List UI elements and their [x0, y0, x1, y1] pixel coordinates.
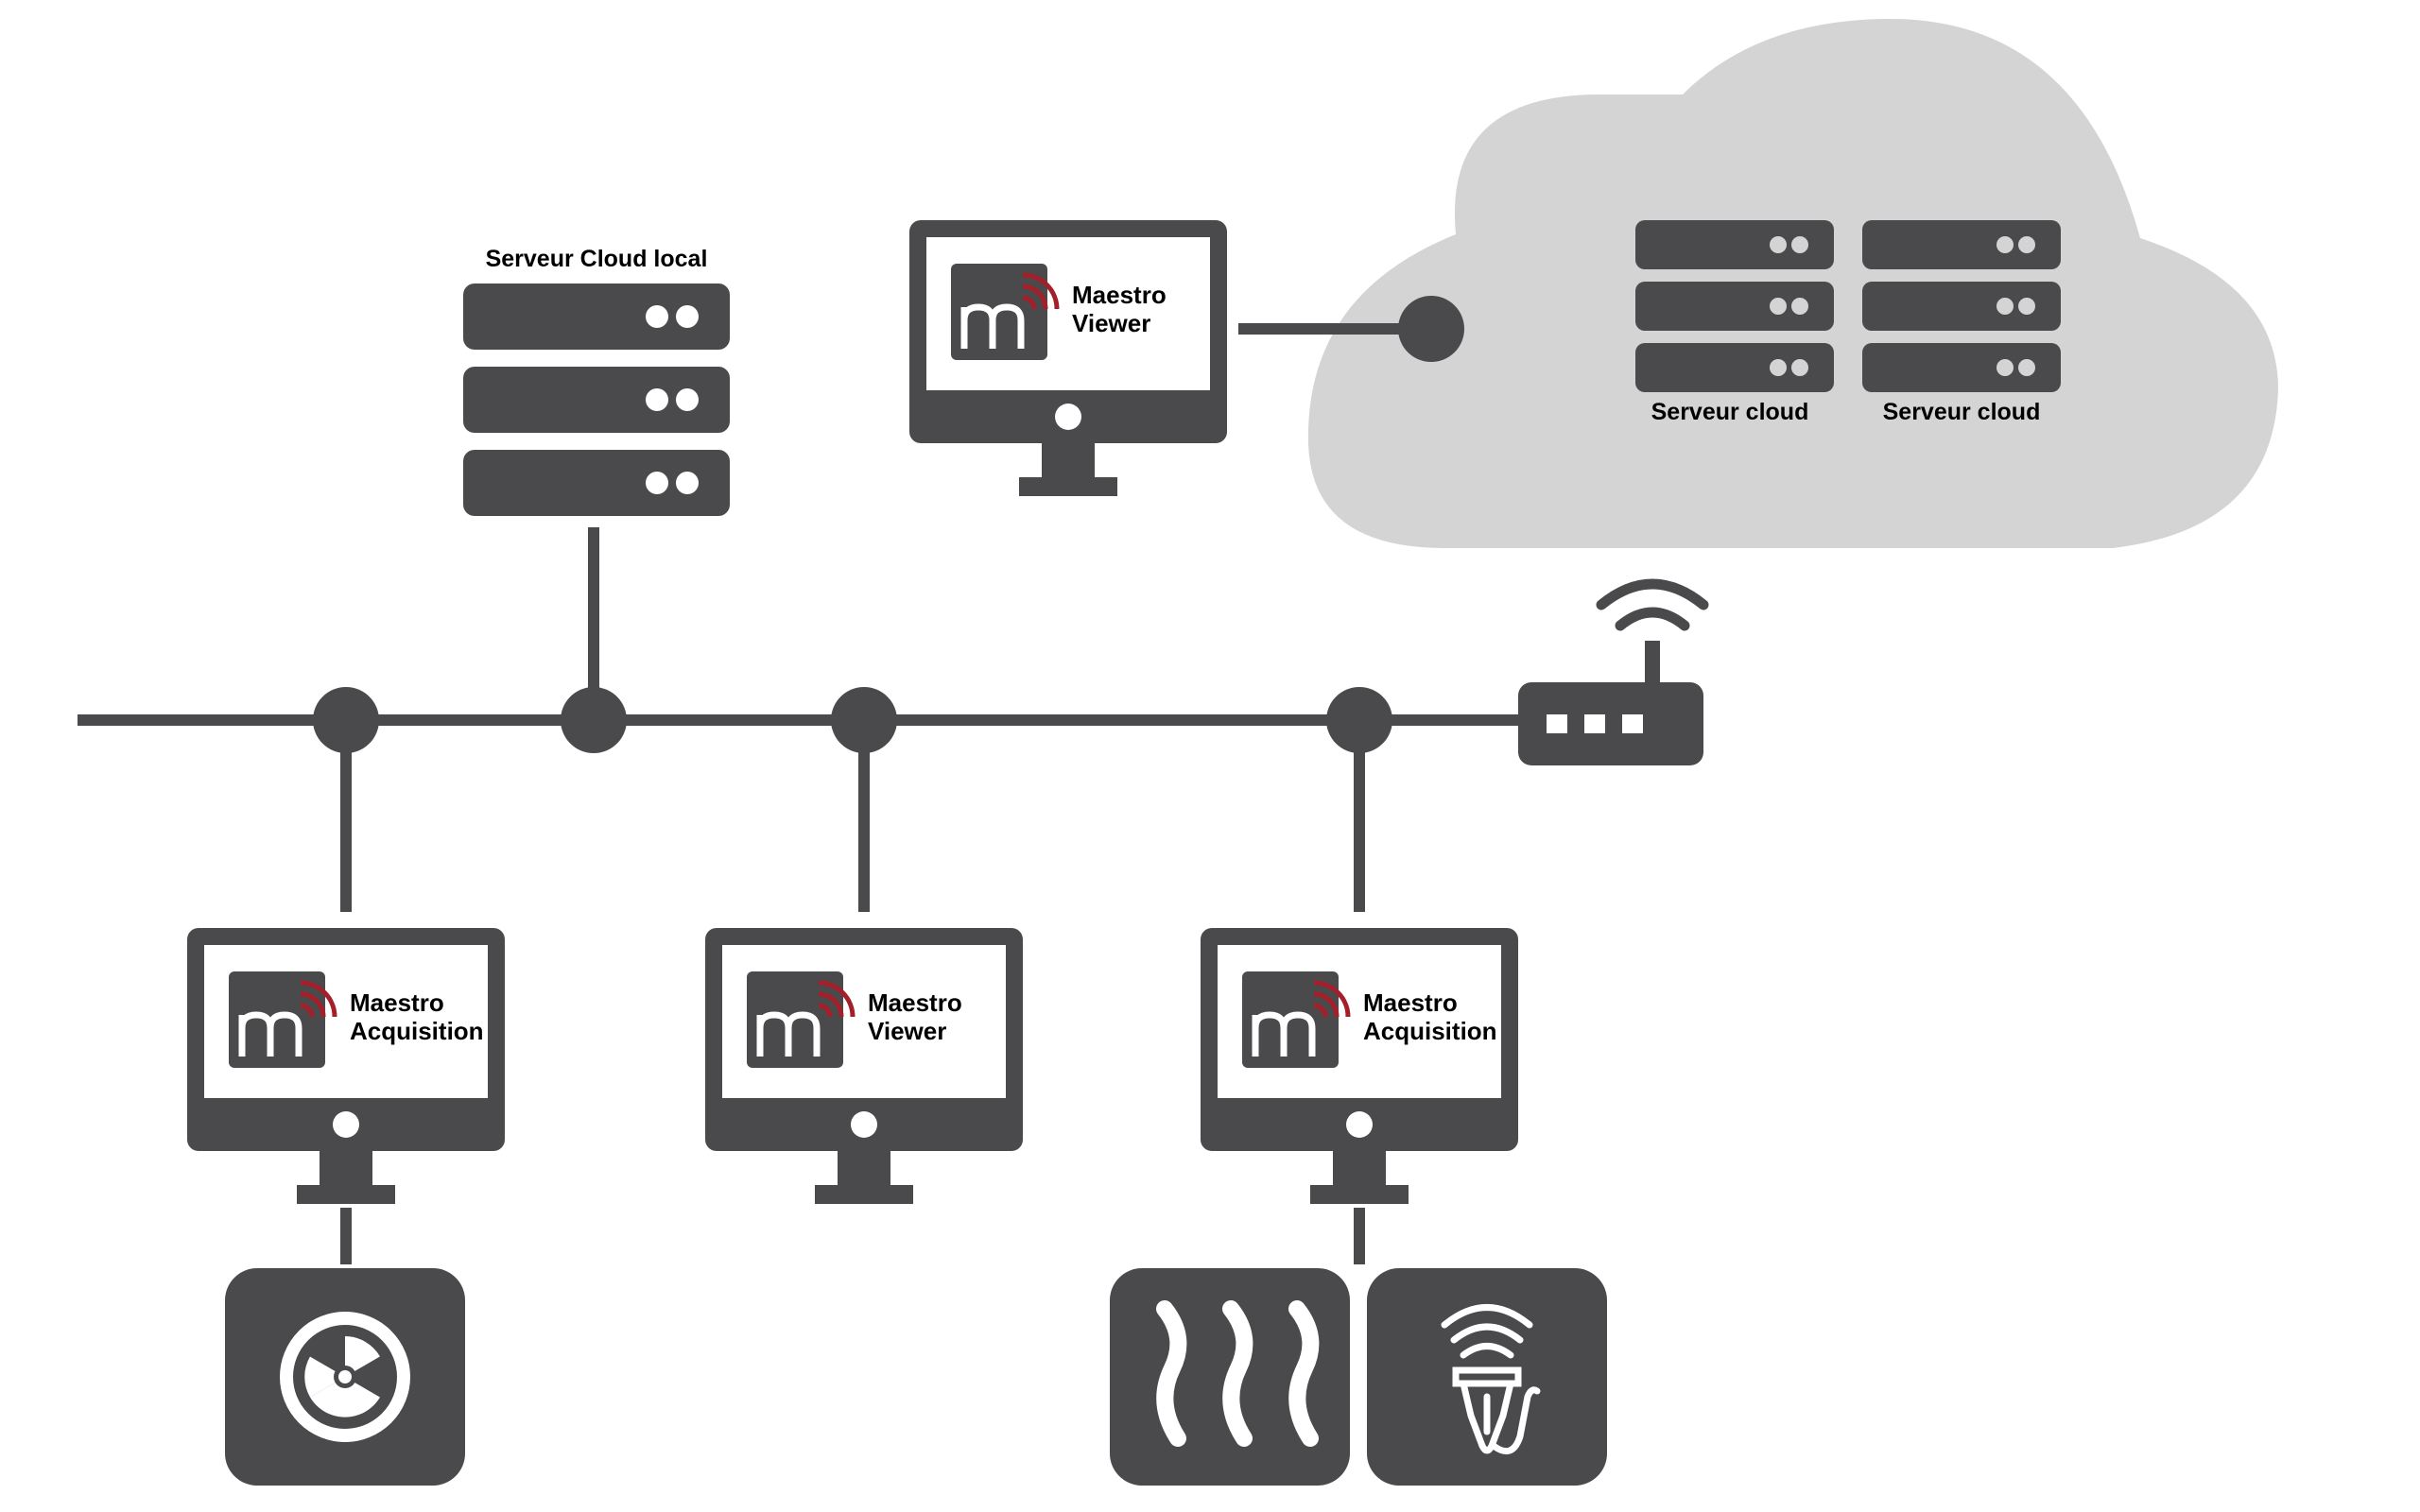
- monitor-acquisition-left: Maestro Acquisition: [187, 928, 505, 1204]
- acq-right-role: Acquisition: [1363, 1017, 1497, 1045]
- maestro-logo-icon: [229, 971, 335, 1068]
- monitor-viewer-top: Maestro Viewer: [909, 220, 1227, 496]
- cloud-server-2: [1862, 220, 2061, 392]
- cloud-server-2-label: Serveur cloud: [1883, 399, 2041, 425]
- viewer-top-role: Viewer: [1072, 309, 1150, 337]
- ultrasound-sensor: [1367, 1268, 1607, 1486]
- ultrasound-probe-icon: [1441, 1304, 1541, 1455]
- local-server: [463, 284, 730, 516]
- monitor-acquisition-right: Maestro Acquisition: [1201, 928, 1518, 1204]
- maestro-logo-icon: [1242, 971, 1348, 1068]
- viewer-top-name: Maestro: [1072, 281, 1167, 309]
- cloud-server-1: [1635, 220, 1834, 392]
- acq-right-name: Maestro: [1363, 988, 1458, 1017]
- viewer-mid-name: Maestro: [868, 988, 962, 1017]
- network-nodes: [313, 296, 1464, 753]
- heat-waves-icon: [1156, 1300, 1320, 1447]
- router: [1518, 578, 1709, 765]
- acq-left-role: Acquisition: [350, 1017, 484, 1045]
- maestro-logo-icon: [951, 264, 1057, 360]
- radiation-icon: [280, 1312, 410, 1442]
- local-server-label: Serveur Cloud local: [486, 246, 708, 272]
- acq-left-name: Maestro: [350, 988, 444, 1017]
- viewer-mid-role: Viewer: [868, 1017, 946, 1045]
- cloud-server-1-label: Serveur cloud: [1651, 399, 1809, 425]
- wifi-router-icon: [1596, 578, 1709, 631]
- heat-sensor: [1110, 1268, 1350, 1486]
- radiation-sensor: [225, 1268, 465, 1486]
- maestro-logo-icon: [747, 971, 853, 1068]
- monitor-viewer-middle: Maestro Viewer: [705, 928, 1023, 1204]
